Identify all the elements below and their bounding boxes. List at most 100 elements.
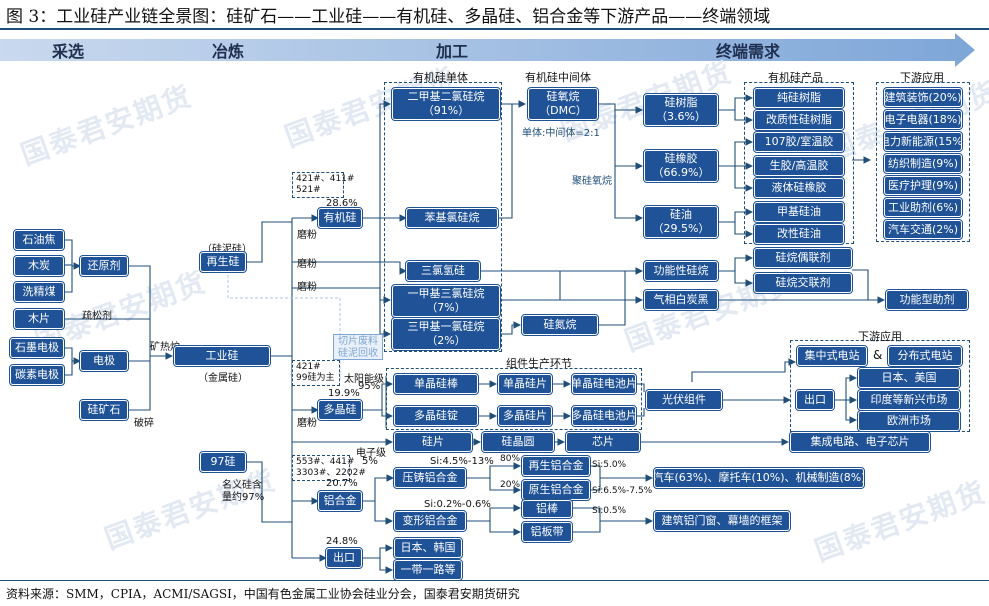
chip-node: 芯片: [565, 431, 641, 453]
graphite-electrode-node: 石墨电极: [9, 337, 65, 359]
figure-title: 图 3：工业硅产业链全景图：硅矿石——工业硅——有机硅、多晶硅、铝合金等下游产品…: [6, 7, 771, 27]
title-rule: [0, 28, 989, 30]
trichlorosilane-node: 三氯氢硅: [405, 260, 481, 282]
silicone-oil-node: 硅油 （29.5%）: [643, 205, 719, 239]
al-rod-node: 铝棒: [521, 499, 573, 519]
charcoal-node: 木炭: [13, 255, 65, 277]
centralized-station-node: 集中式电站: [796, 345, 868, 367]
cut-waste-line-2: 硅泥回收: [338, 348, 378, 359]
grind-label-1: 磨粉: [297, 230, 317, 241]
export-pct-label: 24.8%: [326, 536, 358, 547]
pv-apps-group-label: 下游应用: [858, 330, 902, 343]
grind-label-2: 磨粉: [297, 259, 317, 270]
al-alloy-node: 铝合金: [317, 490, 363, 512]
tmcs-label: 三甲基一氯硅烷: [407, 320, 485, 333]
silicone-rubber-node: 硅橡胶 （66.9%）: [643, 149, 719, 183]
distributed-station-node: 分布式电站: [887, 345, 963, 367]
oil-label: 硅油: [670, 208, 692, 221]
recycled-alloy-node: 再生铝合金: [521, 455, 591, 477]
product-liquid-rubber: 液体硅橡胶: [753, 177, 845, 199]
oil-pct: （29.5%）: [652, 222, 710, 235]
export-jp-kr-node: 日本、韩国: [393, 537, 463, 559]
stage-mining: 采选: [52, 42, 85, 61]
mono-wafer-node: 单晶硅片: [497, 373, 553, 395]
stage-terminal-demand: 终端需求: [716, 42, 781, 61]
stage-smelting: 冶炼: [212, 42, 245, 61]
functional-additive-node: 功能型助剂: [885, 289, 969, 311]
poly-grade-line-2: 99硅为主: [296, 373, 335, 383]
multi-ingot-node: 多晶硅锭: [393, 405, 479, 427]
dmc-label: （DMC）: [539, 104, 587, 117]
silicone-resin-node: 硅树脂 （3.6%）: [643, 93, 719, 127]
wood-chips-node: 木片: [13, 308, 65, 330]
siloxane-label: 硅氧烷: [546, 90, 580, 103]
app-textile: 纺织制造(9%): [883, 153, 963, 174]
reductant-node: 还原剂: [79, 255, 129, 277]
resin-pct: （3.6%）: [656, 110, 706, 123]
and-symbol: &: [873, 348, 883, 362]
solar-grade-label: 太阳能级: [344, 374, 384, 385]
tmcs-pct: （2%）: [426, 334, 466, 347]
organic-grade-line-1: 421#、411#: [296, 174, 355, 184]
si97-node: 97硅: [199, 451, 247, 473]
pv-export-node: 出口: [795, 389, 835, 411]
polysiloxane-label: 聚硅氧烷: [572, 176, 612, 187]
export-node: 出口: [325, 547, 363, 569]
alloy-grade-line-2: 3303#、2202#: [296, 468, 366, 478]
silazane-node: 硅氮烷: [521, 314, 599, 336]
strip-si-content: Si:0.5%: [592, 506, 627, 516]
multi-wafer-node: 多晶硅片: [497, 405, 553, 427]
mtcs-node: 一甲基三氯硅烷 （7%）: [391, 284, 501, 318]
stage-processing: 加工: [436, 42, 469, 61]
mtcs-pct: （7%）: [426, 301, 466, 314]
alloy-pct-label: 20.7%: [326, 478, 358, 489]
product-crosslinking-agent: 硅烷交联剂: [753, 272, 853, 294]
organic-grade-line-2: 521#: [296, 185, 321, 195]
poly-si-node: 多晶硅: [317, 399, 363, 421]
product-modified-oil: 改性硅油: [753, 223, 845, 245]
grind-label-3: 磨粉: [297, 282, 317, 293]
alloy-grade-box: 553#、441# 3303#、2202#: [292, 455, 366, 481]
pv-module-node: 光伏组件: [645, 389, 723, 411]
market-india-emerging: 印度等新兴市场: [857, 389, 961, 411]
si97-note-2: 量约97%: [222, 492, 265, 503]
dmdcs-label: 二甲基二氯硅烷: [407, 90, 485, 103]
electronic-grade-label: 电子级: [356, 448, 386, 459]
si-circle-node: 硅晶圆: [481, 431, 555, 453]
functional-silane-node: 功能性硅烷: [643, 260, 719, 282]
app-industrial-additive: 工业助剂(6%): [883, 197, 963, 218]
industrial-si-sub-label: （金属硅）: [198, 373, 248, 384]
rubber-pct: （66.9%）: [652, 166, 710, 179]
cut-waste-line-1: 切片废料: [338, 336, 378, 347]
electronic-pct-label: 5%: [362, 456, 378, 467]
electrode-node: 电极: [79, 350, 129, 372]
product-modified-resin: 改质性硅树脂: [753, 109, 845, 131]
recycled-si-content: Si:5.0%: [592, 460, 627, 470]
recycled-si-note: （硅泥硅）: [202, 244, 252, 255]
product-methyl-oil: 甲基硅油: [753, 201, 845, 223]
si97-note-1: 名义硅含: [222, 480, 262, 491]
product-coupling-agent: 硅烷偶联剂: [753, 247, 853, 269]
footer-rule: [0, 580, 989, 581]
building-window-frame-node: 建筑铝门窗、幕墙的框架: [653, 510, 791, 532]
source-note: 资料来源：SMM，CPIA，ACMI/SAGSI，中国有色金属工业协会硅业分会，…: [6, 587, 520, 601]
multi-cell-node: 多晶硅电池片: [571, 405, 637, 427]
intermediate-group-label: 有机硅中间体: [525, 71, 591, 84]
app-building: 建筑装饰(20%): [883, 87, 963, 108]
dmdcs-pct: （91%）: [422, 104, 470, 117]
organic-pct-label: 28.6%: [326, 198, 358, 209]
product-107-rtv: 107胶/室温胶: [753, 131, 845, 153]
petroleum-coke-node: 石油焦: [13, 229, 65, 251]
market-jp-us: 日本、美国: [857, 367, 961, 389]
siloxane-dmc-node: 硅氧烷 （DMC）: [527, 87, 599, 121]
app-medical: 医疗护理(9%): [883, 175, 963, 196]
poly-grade-box: 421# 99硅为主: [292, 360, 340, 386]
poly-grade-line-1: 421#: [296, 362, 321, 372]
phenyl-chlorosilane-node: 苯基氯硅烷: [405, 207, 499, 229]
organic-grade-box: 421#、411# 521#: [292, 172, 355, 198]
product-raw-htv: 生胶/高温胶: [753, 155, 845, 177]
mono-cell-node: 单晶硅电池片: [571, 373, 637, 395]
app-electronics: 电子电器(18%): [883, 109, 963, 130]
organic-products-group-label: 有机硅产品: [768, 71, 823, 84]
app-automotive: 汽车交通(2%): [883, 219, 963, 240]
